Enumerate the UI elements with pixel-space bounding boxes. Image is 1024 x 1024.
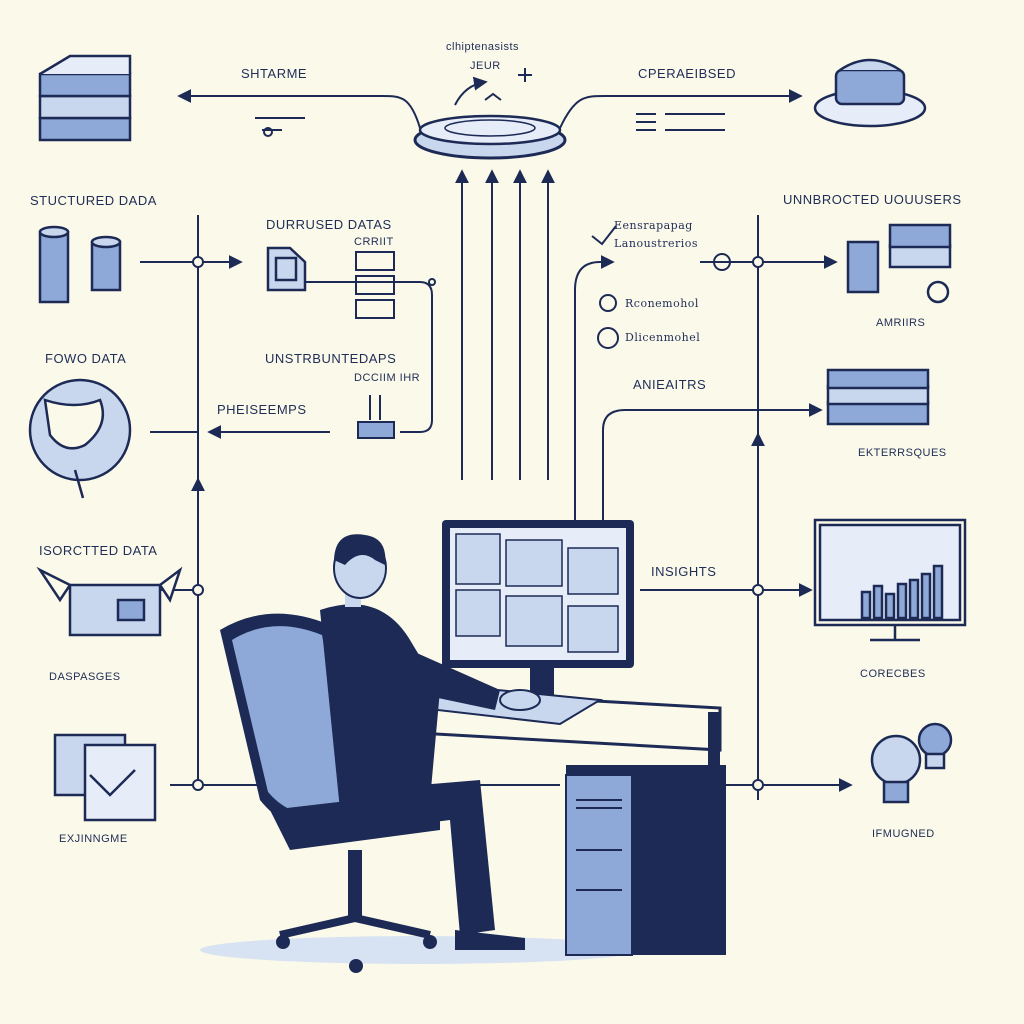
code-grid-icon: [355, 251, 395, 319]
dlicenmohel-label: Dlicenmohel: [625, 331, 701, 344]
lanoustrerios-label: Lanoustrerios: [614, 237, 699, 250]
database-cylinders-icon: [38, 225, 122, 304]
daspasges-label: DASPASGES: [49, 671, 121, 683]
exjinngme-label: EXJINNGME: [59, 833, 128, 845]
platform-dish-icon: [813, 58, 927, 128]
phieseemps-label: PHEISEEMPS: [217, 402, 307, 417]
lightbulb-icon: [870, 722, 953, 804]
scanner-device-icon: [357, 395, 395, 439]
corecbes-label: CORECBES: [860, 668, 926, 680]
durrused-data-label: DURRUSED DATAS: [266, 217, 392, 232]
globe-icon: [28, 378, 132, 499]
open-box-icon: [36, 566, 183, 637]
hub-caption-1: clhiptenasists: [446, 41, 520, 53]
unstructured-label: UNSTRBUNTEDAPS: [265, 351, 397, 366]
check-circle-icon: [591, 225, 731, 349]
top-left-label: SHTARME: [241, 66, 308, 81]
esnsrapag-label: Eensrapapag: [614, 219, 693, 232]
durrused-sub-label: CRRIIT: [354, 236, 394, 248]
amriirs-label: AMRIIRS: [876, 317, 926, 329]
ifmugned-label: IFMUGNED: [872, 828, 935, 840]
unbrocted-users-label: UNNBROCTED UOUUSERS: [783, 192, 962, 207]
fowo-data-label: FOWO DATA: [45, 351, 127, 366]
rconemohol-label: Rconemohol: [625, 297, 699, 310]
server-block-icon: [846, 223, 952, 304]
unstructured-sub-label: DCCIIM IHR: [354, 372, 421, 384]
junction-dots: [192, 256, 764, 791]
ekterrsques-label: EKTERRSQUES: [858, 447, 947, 459]
documents-icon: [53, 733, 157, 822]
stacked-servers-icon: [38, 54, 132, 142]
sorcted-data-label: ISORCTTED DATA: [39, 543, 158, 558]
structured-data-label: STUCTURED DADA: [30, 193, 157, 208]
workstation-illustration: [200, 520, 726, 973]
aniearrs-label: ANIEAITRS: [633, 377, 707, 392]
analytics-monitor-icon: [813, 518, 967, 642]
insights-label: INSIGHTS: [651, 564, 717, 579]
layered-discs-icon: [826, 368, 930, 426]
top-right-label: CPERAEIBSED: [638, 66, 736, 81]
hub-caption-2: JEUR: [470, 60, 501, 72]
list-icon: [636, 113, 725, 131]
chip-icon: [266, 246, 307, 292]
central-hub-icon: [413, 68, 567, 160]
small-tools-icon: [245, 95, 305, 137]
